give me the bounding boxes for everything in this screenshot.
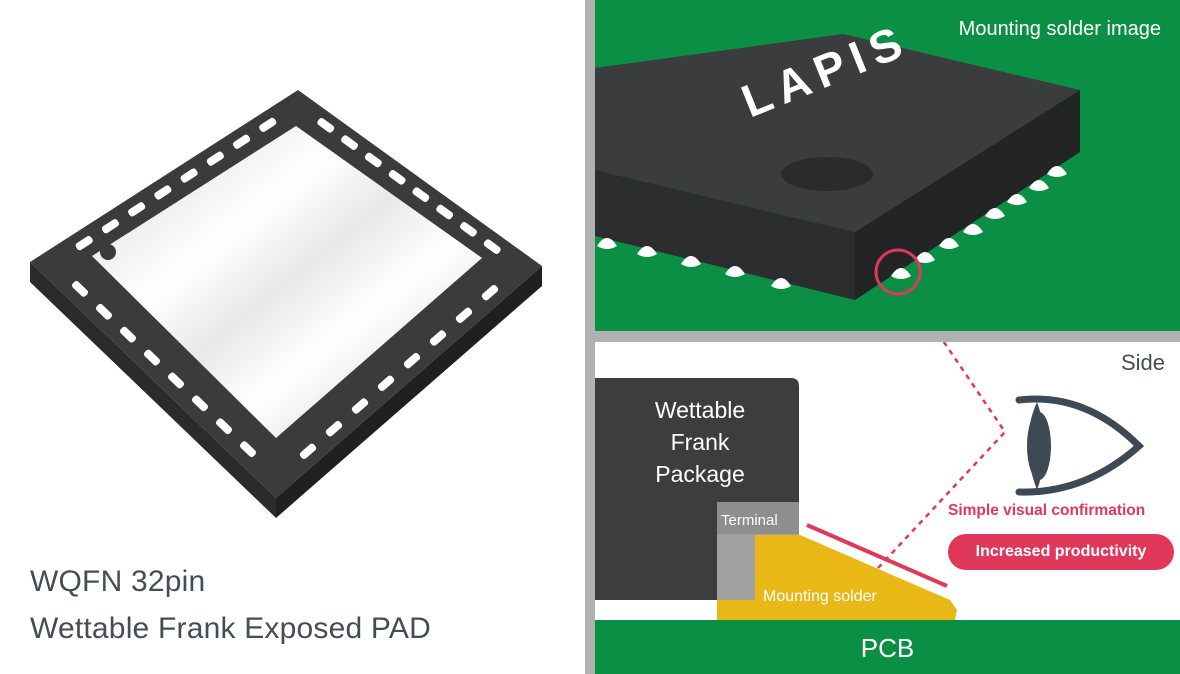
pin-pad bbox=[403, 352, 421, 369]
pin-pad bbox=[317, 117, 335, 133]
wqfn-chip-illustration bbox=[30, 90, 542, 518]
pin-pad bbox=[143, 349, 161, 366]
pin-pad bbox=[128, 202, 146, 217]
pin-pad bbox=[299, 443, 317, 460]
pin-pad bbox=[215, 418, 233, 435]
panel-title: Mounting solder image bbox=[958, 18, 1161, 40]
pin-pad bbox=[364, 152, 382, 168]
pin-pad bbox=[167, 372, 185, 389]
pin-pad bbox=[412, 187, 430, 203]
terminal-label: Terminal bbox=[721, 512, 778, 529]
solder-fillet bbox=[939, 238, 959, 249]
pin-pad bbox=[436, 204, 454, 220]
package-label: Wettable Frank Package bbox=[595, 394, 805, 490]
pin-pad bbox=[239, 441, 257, 457]
side-view-panel: Side Wettable Frank Package Terminal Mou… bbox=[595, 342, 1180, 674]
solder-fillet bbox=[891, 268, 911, 279]
exposed-pad bbox=[92, 126, 482, 438]
side-label: Side bbox=[1120, 350, 1165, 375]
pin-pad bbox=[191, 395, 209, 412]
package-label-line: Frank bbox=[670, 429, 730, 455]
package-block bbox=[595, 378, 799, 600]
solder-fillet bbox=[771, 278, 791, 289]
eye-icon bbox=[1015, 395, 1145, 496]
solder-fillet bbox=[915, 252, 935, 263]
highlight-circle bbox=[874, 248, 922, 296]
pin-pad bbox=[71, 281, 89, 297]
pin-pad bbox=[377, 375, 395, 392]
pin-pad bbox=[119, 326, 137, 343]
package-label-line: Package bbox=[655, 461, 745, 487]
pin-pad bbox=[481, 284, 499, 301]
pin-pad bbox=[341, 135, 358, 151]
productivity-badge: Increased productivity bbox=[948, 534, 1174, 570]
mounting-solder-image-panel: LAPIS Mounting solder image bbox=[595, 0, 1180, 331]
pcb-label: PCB bbox=[860, 633, 915, 663]
solder-label: Mounting solder bbox=[763, 588, 877, 605]
pin-pad bbox=[259, 117, 277, 132]
package-name-caption: WQFN 32pin bbox=[30, 565, 206, 598]
pin-pad bbox=[455, 307, 473, 324]
pcb-board bbox=[595, 620, 1180, 674]
horizontal-divider bbox=[595, 331, 1180, 342]
visual-confirmation-label: Simple visual confirmation bbox=[948, 502, 1146, 519]
pin-pad bbox=[232, 134, 251, 149]
solder-fillet bbox=[597, 238, 617, 249]
solder-fillet bbox=[1029, 180, 1049, 191]
solder-fillet bbox=[1007, 194, 1027, 205]
pin-pad bbox=[180, 168, 198, 183]
pin-pad bbox=[101, 219, 120, 234]
solder-fillet bbox=[725, 266, 745, 277]
pin-pad bbox=[154, 185, 172, 200]
left-panel: WQFN 32pin Wettable Frank Exposed PAD bbox=[0, 0, 585, 674]
side-view-diagram bbox=[595, 342, 1180, 674]
pin-pad bbox=[75, 236, 93, 251]
pin-pad bbox=[325, 420, 343, 437]
solder-fillet bbox=[681, 256, 701, 267]
pin-pad bbox=[460, 221, 477, 237]
mounted-chip-illustration: LAPIS bbox=[595, 13, 1080, 300]
pin-pad bbox=[483, 239, 501, 255]
pin-pad bbox=[429, 330, 447, 346]
solder-fillet bbox=[1047, 166, 1067, 177]
pin-pad bbox=[351, 398, 369, 414]
solder-fillet bbox=[963, 224, 983, 235]
package-type-caption: Wettable Frank Exposed PAD bbox=[30, 612, 431, 645]
vertical-divider bbox=[585, 0, 595, 674]
solder-fillet bbox=[637, 246, 657, 257]
package-label-line: Wettable bbox=[654, 397, 746, 423]
pin-pad bbox=[95, 303, 113, 320]
pin-pad bbox=[388, 169, 406, 185]
pin-pad bbox=[206, 151, 224, 166]
sight-line bbox=[877, 342, 1007, 569]
mounting-solder-shape bbox=[717, 535, 957, 620]
solder-fillet bbox=[985, 208, 1005, 219]
